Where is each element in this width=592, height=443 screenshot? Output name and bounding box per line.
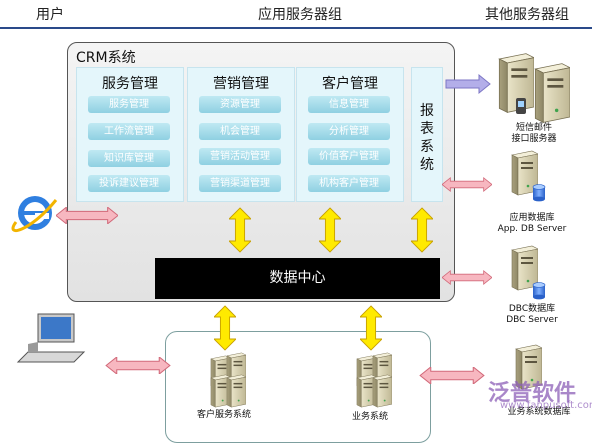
- server-icon: [226, 374, 246, 408]
- panel-title: 客户管理: [322, 76, 378, 92]
- module-item[interactable]: 投诉建议管理: [88, 175, 170, 192]
- brand-watermark: 泛普软件: [488, 381, 577, 406]
- crm-title: CRM系统: [76, 50, 136, 66]
- panel-marketing-management: 营销管理 资源管理 机会管理 营销活动管理 营销渠道管理: [187, 67, 295, 202]
- data-center: 数据中心: [155, 258, 440, 299]
- header-other-group: 其他服务器组: [485, 7, 569, 23]
- header-app-group: 应用服务器组: [258, 7, 342, 23]
- label-sms-server: 短信邮件接口服务器: [511, 123, 557, 144]
- panel-service-management: 服务管理 服务管理 工作流管理 知识库管理 投诉建议管理: [76, 67, 184, 202]
- arrow-app-db: [442, 177, 492, 192]
- arrow-report-datacenter: [411, 207, 433, 253]
- label-customer-service-system: 客户服务系统: [196, 410, 251, 420]
- arrow-sms-server: [445, 73, 491, 95]
- header-divider: [0, 27, 592, 29]
- arrow-ie-crm: [56, 207, 118, 224]
- panel-title: 营销管理: [213, 76, 269, 92]
- module-item[interactable]: 知识库管理: [88, 150, 170, 167]
- laptop-icon: [16, 313, 86, 363]
- server-icon: [534, 62, 570, 124]
- module-item[interactable]: 分析管理: [308, 123, 390, 140]
- diagram-graphics: [11, 52, 570, 408]
- database-icon: [532, 282, 546, 300]
- panel-title: 服务管理: [102, 76, 158, 92]
- arrow-marketing-datacenter: [229, 207, 251, 253]
- module-item[interactable]: 服务管理: [88, 96, 170, 113]
- module-item[interactable]: 机会管理: [199, 123, 281, 140]
- arrow-datacenter-business: [360, 305, 382, 351]
- module-item[interactable]: 机构客户管理: [308, 175, 390, 192]
- brand-watermark-url: www.fanpusoft.com: [500, 400, 592, 411]
- label-business-system: 业务系统: [351, 412, 388, 422]
- panel-customer-management: 客户管理 信息管理 分析管理 价值客户管理 机构客户管理: [296, 67, 404, 202]
- module-item[interactable]: 价值客户管理: [308, 148, 390, 165]
- report-system-panel: 报表系统: [411, 67, 443, 202]
- module-item[interactable]: 工作流管理: [88, 123, 170, 140]
- label-biz-db: 业务系统数据库: [507, 407, 571, 417]
- ie-browser-icon: [11, 196, 58, 232]
- module-item[interactable]: 营销活动管理: [199, 148, 281, 165]
- server-icon: [372, 374, 392, 408]
- arrow-laptop-customer-service: [105, 357, 171, 374]
- arrow-datacenter-customer-service: [214, 305, 236, 351]
- arrow-business-biz-db: [419, 367, 485, 384]
- module-item[interactable]: 营销渠道管理: [199, 175, 281, 192]
- report-system-label: 报表系统: [420, 103, 434, 173]
- header-user: 用户: [36, 7, 64, 23]
- module-item[interactable]: 资源管理: [199, 96, 281, 113]
- arrow-customer-datacenter: [319, 207, 341, 253]
- module-item[interactable]: 信息管理: [308, 96, 390, 113]
- arrow-dbc: [442, 270, 492, 285]
- database-icon: [532, 184, 546, 202]
